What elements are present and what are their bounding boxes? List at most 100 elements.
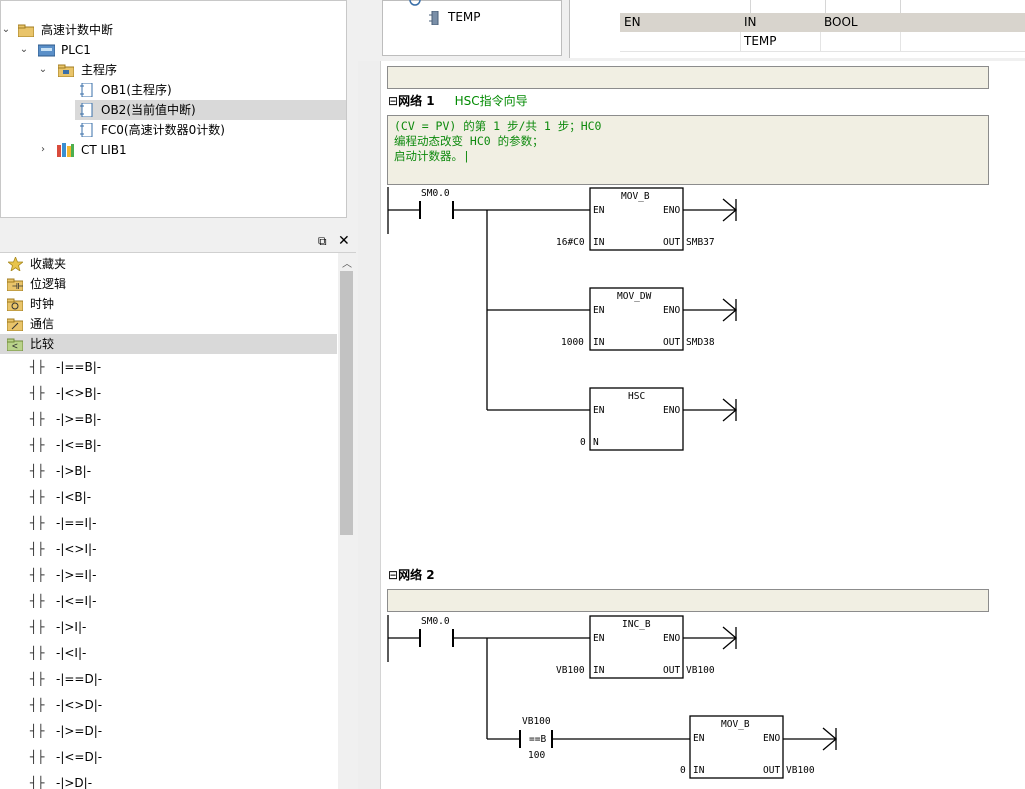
instruction-label: -|>=B|- [56, 412, 102, 426]
table-cell[interactable]: IN [744, 15, 757, 29]
contact-icon: ┤├ [30, 568, 45, 582]
folder-bit-logic[interactable]: ⊣⊢ 位逻辑 [0, 274, 337, 294]
table-cell[interactable]: EN [624, 15, 641, 29]
box-name: MOV_B [721, 719, 750, 730]
pin-label: EN [593, 405, 605, 416]
pin-label: OUT [663, 665, 680, 676]
instruction-label: -|<>D|- [56, 698, 103, 712]
scrollbar-thumb[interactable] [340, 271, 353, 535]
operand-label: 1000 [561, 337, 584, 348]
pin-label: EN [693, 733, 705, 744]
pin-label: IN [593, 337, 605, 348]
interface-temp-label[interactable]: TEMP [448, 10, 481, 24]
compare-instruction-item[interactable]: ┤├ -|==I|- [30, 513, 96, 533]
compare-top-label: VB100 [522, 716, 551, 727]
comment-line: 编程动态改变 HC0 的参数； [394, 134, 544, 148]
tree-item-label: OB2(当前值中断) [101, 103, 196, 117]
contact-label: SM0.0 [421, 616, 450, 627]
compare-instruction-item[interactable]: ┤├-|<>D|- [30, 695, 102, 715]
pin-label: ENO [663, 305, 680, 316]
instruction-label: -|>I|- [56, 620, 87, 634]
tree-item-plc[interactable]: ⌄ PLC1 [1, 40, 346, 60]
chevron-right-icon[interactable]: › [41, 144, 45, 155]
tree-item-library[interactable]: › CT LIB1 [1, 140, 346, 160]
contact-icon: ┤├ [30, 542, 45, 556]
box-name: MOV_B [621, 191, 650, 202]
compare-instruction-item[interactable]: ┤├-|>D|- [30, 773, 92, 789]
folder-communication[interactable]: 通信 [0, 314, 337, 334]
instruction-label: -|==I|- [56, 516, 97, 530]
instruction-label: -|==D|- [56, 672, 103, 686]
operand-label: VB100 [686, 665, 715, 676]
network-1-comment-box[interactable]: (CV = PV) 的第 1 步/共 1 步；HC0 编程动态改变 HC0 的参… [387, 115, 989, 185]
contact-icon: ┤├ [30, 464, 45, 478]
compare-instruction-item[interactable]: ┤├-|<>B|- [30, 383, 101, 403]
tree-item-ob1[interactable]: OB1(主程序) [1, 80, 346, 100]
inc-b-box [589, 615, 684, 679]
pin-label: ENO [763, 733, 780, 744]
pin-label: EN [593, 305, 605, 316]
compare-instruction-item[interactable]: ┤├ -|>=B|- [30, 409, 101, 429]
pin-label: OUT [663, 237, 680, 248]
compare-instruction-item[interactable]: ┤├-|==D|- [30, 669, 102, 689]
chevron-down-icon[interactable]: ⌄ [38, 64, 48, 75]
compare-instruction-item[interactable]: ┤├ -|>=I|- [30, 565, 96, 585]
interface-icon [408, 0, 422, 10]
box-name: HSC [628, 391, 645, 402]
folder-label: 位逻辑 [30, 277, 67, 291]
compare-instruction-item[interactable]: ┤├-|==B|- [30, 357, 101, 377]
table-cell[interactable]: BOOL [824, 15, 858, 29]
instruction-label: -|>=I|- [56, 568, 97, 582]
instruction-label: -|<=D|- [56, 750, 103, 764]
compare-instruction-item[interactable]: ┤├-|>=D|- [30, 721, 102, 741]
svg-text:<: < [12, 341, 18, 351]
contact-icon: ┤├ [30, 412, 45, 426]
compare-instruction-item[interactable]: ┤├ -|>I|- [30, 617, 86, 637]
hsc-box [589, 387, 684, 451]
chevron-down-icon[interactable]: ⌄ [19, 44, 29, 55]
network-2-title[interactable]: ⊟网络 2 [388, 568, 435, 582]
compare-instruction-item[interactable]: ┤├-|<=I|- [30, 591, 96, 611]
instructions-scrollbar[interactable]: ︿ [338, 253, 356, 789]
clock-folder-icon [6, 297, 24, 317]
instructions-panel: 收藏夹 ⊣⊢ 位逻辑 时钟 通信 < 比较 ┤├-|==B|- ┤├-|<>B|-… [0, 253, 356, 789]
contact-icon: ┤├ [30, 516, 45, 530]
tree-item-label: 高速计数中断 [41, 23, 114, 37]
tree-item-ob2[interactable]: OB2(当前值中断) [75, 100, 346, 120]
compare-op-label: ==B [529, 734, 546, 745]
contact-icon: ┤├ [30, 594, 45, 608]
table-row[interactable]: EN IN BOOL [620, 13, 1025, 32]
folder-compare[interactable]: < 比较 [0, 334, 337, 354]
compare-instruction-item[interactable]: ┤├-|<>I|- [30, 539, 96, 559]
tree-item-root[interactable]: ⌄ 高速计数中断 [1, 20, 346, 40]
compare-instruction-item[interactable]: ┤├-|<B|- [30, 487, 91, 507]
table-cell[interactable]: TEMP [744, 34, 777, 48]
compare-instruction-item[interactable]: ┤├-|<=D|- [30, 747, 102, 767]
tree-item-label: FC0(高速计数器0计数) [101, 123, 225, 137]
chevron-down-icon[interactable]: ⌄ [1, 24, 11, 35]
folder-clock[interactable]: 时钟 [0, 294, 337, 314]
tree-item-program-folder[interactable]: ⌄ 主程序 [1, 60, 346, 80]
table-row[interactable]: TEMP [620, 32, 1025, 52]
pin-label: EN [593, 205, 605, 216]
compare-instruction-item[interactable]: ┤├-|>B|- [30, 461, 91, 481]
compare-instruction-item[interactable]: ┤├-|<I|- [30, 643, 86, 663]
tree-item-fc0[interactable]: FC0(高速计数器0计数) [1, 120, 346, 140]
tree-item-label: OB1(主程序) [101, 83, 172, 97]
pin-label: ENO [663, 205, 680, 216]
scroll-up-icon[interactable]: ︿ [342, 259, 352, 270]
pou-comment-bar[interactable] [387, 66, 989, 89]
close-icon[interactable]: ✕ [338, 233, 350, 249]
contact-icon: ┤├ [30, 490, 45, 504]
library-icon [57, 143, 74, 157]
box-name: INC_B [622, 619, 651, 630]
folder-favorites[interactable]: 收藏夹 [0, 254, 337, 274]
network-2-comment-bar[interactable] [387, 589, 989, 612]
network-1-comment[interactable]: HSC指令向导 [454, 94, 528, 108]
contact-icon: ┤├ [30, 620, 45, 634]
operand-label: 0 [580, 437, 586, 448]
variable-table: EN IN BOOL TEMP [569, 0, 1025, 58]
compare-instruction-item[interactable]: ┤├-|<=B|- [30, 435, 101, 455]
restore-icon[interactable]: ⧉ [318, 234, 327, 248]
